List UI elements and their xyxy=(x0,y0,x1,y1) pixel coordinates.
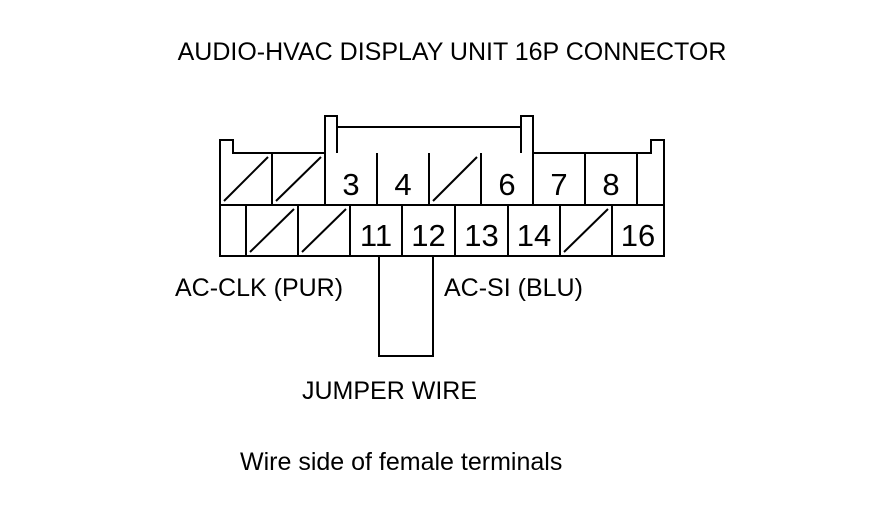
diagram-caption: Wire side of female terminals xyxy=(240,448,562,476)
pin-4-label: 4 xyxy=(394,167,411,202)
top-cavity: 7 xyxy=(550,153,586,205)
top-cavity: 3 xyxy=(342,153,378,205)
top-cavity xyxy=(432,153,482,205)
blank-cavity-slash xyxy=(275,156,322,202)
pin-6-label: 6 xyxy=(498,167,515,202)
bottom-cavity: 16 xyxy=(621,218,655,253)
bottom-cavity: 11 xyxy=(360,205,403,256)
pin-3-label: 3 xyxy=(342,167,359,202)
top-cavity: 4 xyxy=(394,153,430,205)
diagram-title: AUDIO-HVAC DISPLAY UNIT 16P CONNECTOR xyxy=(178,38,727,66)
ac-clk-label: AC-CLK (PUR) xyxy=(175,274,343,302)
bottom-cavity: 14 xyxy=(517,205,561,256)
bottom-cavity xyxy=(563,205,613,256)
pin-7-label: 7 xyxy=(550,167,567,202)
jumper-wire-label: JUMPER WIRE xyxy=(302,377,477,405)
pin-8-label: 8 xyxy=(602,167,619,202)
pin-13-label: 13 xyxy=(464,218,498,253)
blank-cavity-slash xyxy=(249,208,295,253)
top-cavity: 8 xyxy=(602,153,638,205)
jumper-wire xyxy=(378,255,434,357)
pin-11-label: 11 xyxy=(360,218,392,253)
blank-cavity-slash xyxy=(432,156,478,202)
bottom-cavity-row: 11 12 13 14 16 xyxy=(245,205,655,256)
bottom-cavity xyxy=(249,205,299,256)
top-cavity xyxy=(275,153,326,205)
ac-si-label: AC-SI (BLU) xyxy=(444,274,583,302)
top-cavity xyxy=(223,153,273,205)
blank-cavity-slash xyxy=(223,156,269,202)
bottom-cavity xyxy=(301,205,351,256)
blank-cavity-slash xyxy=(563,208,609,253)
pin-14-label: 14 xyxy=(517,218,551,253)
pin-16-label: 16 xyxy=(621,218,655,253)
blank-cavity-slash xyxy=(301,208,347,253)
bottom-cavity: 13 xyxy=(464,205,509,256)
top-cavity: 6 xyxy=(498,153,534,205)
bottom-cavity: 12 xyxy=(411,205,456,256)
pin-12-label: 12 xyxy=(411,218,445,253)
